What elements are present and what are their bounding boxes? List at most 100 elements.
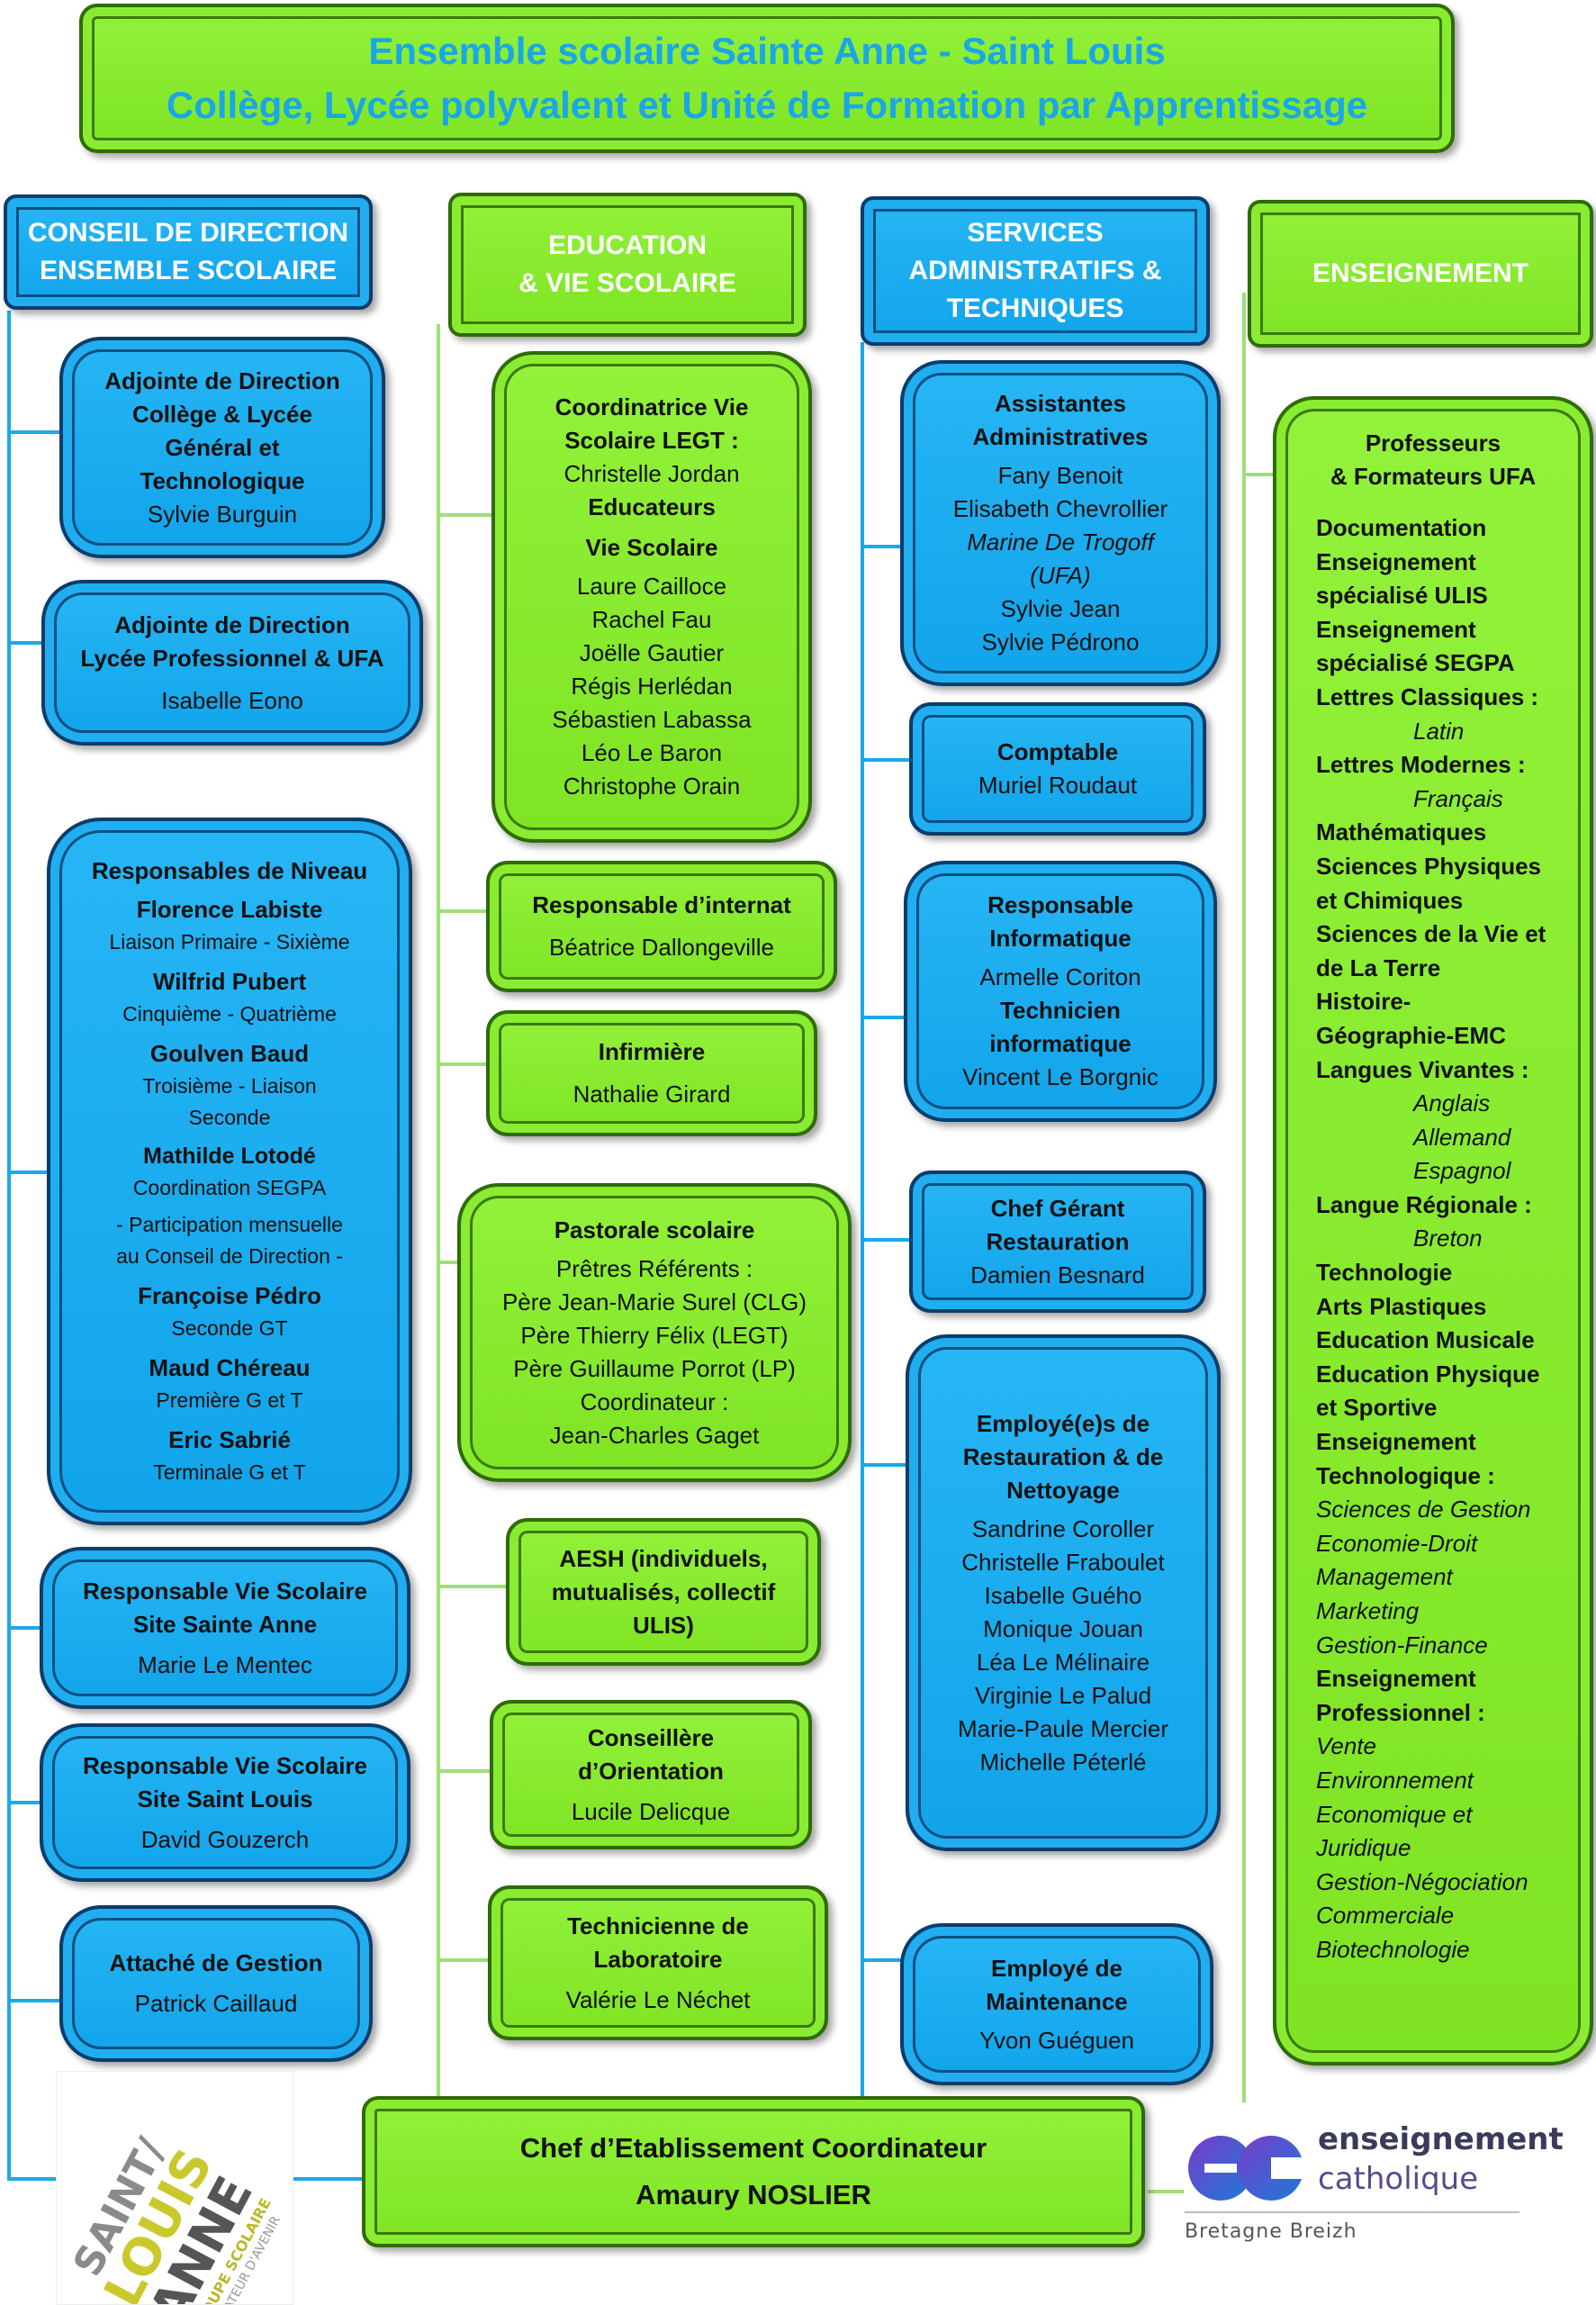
subject-line: spécialisé SEGPA bbox=[1316, 649, 1515, 677]
box-vie-scolaire-anne: Responsable Vie Scolaire Site Sainte Ann… bbox=[40, 1547, 410, 1709]
subject-line: Anglais bbox=[1413, 1089, 1491, 1117]
edu-branch-7 bbox=[438, 1958, 491, 1962]
subject-line: Mathématiques bbox=[1316, 818, 1487, 846]
box-attache-gestion: Attaché de Gestion Patrick Caillaud bbox=[59, 1905, 373, 2062]
serv-branch-4 bbox=[862, 1238, 912, 1242]
serv-branch-6 bbox=[862, 1958, 903, 1962]
employe-name: Virginie Le Palud bbox=[974, 1681, 1152, 1709]
subject-line: Economique et bbox=[1316, 1800, 1473, 1828]
educateur-name: Sébastien Labassa bbox=[552, 706, 752, 733]
subject-line: Enseignement bbox=[1316, 615, 1476, 643]
box-professeurs: Professeurs & Formateurs UFA Documentati… bbox=[1273, 396, 1593, 2065]
box-maintenance: Employé de Maintenance Yvon Guéguen bbox=[900, 1923, 1213, 2085]
edu-branch-3 bbox=[438, 1062, 491, 1066]
box-technicienne-labo: Technicienne de Laboratoire Valérie Le N… bbox=[488, 1885, 828, 2040]
serv-branch-1 bbox=[862, 545, 903, 548]
box-internat: Responsable d’internat Béatrice Dallonge… bbox=[486, 861, 837, 992]
header-education: EDUCATION & VIE SCOLAIRE bbox=[448, 193, 807, 337]
box-adjointe-lp: Adjointe de Direction Lycée Professionne… bbox=[41, 580, 423, 746]
employe-name: Isabelle Guého bbox=[984, 1581, 1142, 1609]
subject-line: Professionnel : bbox=[1316, 1698, 1485, 1726]
subject-line: Education Physique bbox=[1316, 1360, 1540, 1388]
box-coordinatrice-vie-scolaire: Coordinatrice Vie Scolaire LEGT : Christ… bbox=[491, 351, 812, 843]
subject-line: Documentation bbox=[1316, 514, 1487, 541]
subject-line: Sciences de Gestion bbox=[1316, 1496, 1531, 1523]
box-vie-scolaire-louis: Responsable Vie Scolaire Site Saint Loui… bbox=[40, 1723, 410, 1882]
subject-line: de La Terre bbox=[1316, 954, 1441, 981]
header-direction: CONSEIL DE DIRECTION ENSEMBLE SCOLAIRE bbox=[4, 194, 373, 310]
dir-branch-1 bbox=[9, 430, 63, 434]
educateur-name: Laure Cailloce bbox=[576, 573, 727, 600]
subject-line: Sciences Physiques bbox=[1316, 852, 1542, 880]
serv-branch-2 bbox=[862, 758, 912, 762]
box-pastorale: Pastorale scolaire Prêtres Référents : P… bbox=[457, 1183, 852, 1482]
direction-trunk bbox=[7, 311, 11, 2179]
ec-mark-icon bbox=[1185, 2125, 1311, 2211]
subject-line: Gestion-Finance bbox=[1316, 1631, 1488, 1659]
ens-to-logo bbox=[1148, 2190, 1184, 2193]
subject-line: Vente bbox=[1316, 1732, 1376, 1760]
employe-name: Sandrine Coroller bbox=[971, 1514, 1155, 1542]
edu-branch-2 bbox=[438, 909, 491, 913]
title-line2: Collège, Lycée polyvalent et Unité de Fo… bbox=[166, 84, 1368, 126]
box-chef-etablissement: Chef d’Etablissement Coordinateur Amaury… bbox=[362, 2096, 1145, 2247]
subject-line: Commerciale bbox=[1316, 1902, 1455, 1930]
saint-louis-anne-logo: SAINT/ LOUIS ANNE GROUPE SCOLAIRE CRÉATE… bbox=[56, 2071, 293, 2305]
dir-branch-6 bbox=[9, 1999, 63, 2002]
subject-line: Allemand bbox=[1413, 1123, 1511, 1151]
serv-branch-5 bbox=[862, 1463, 907, 1467]
dir-branch-5 bbox=[9, 1801, 45, 1804]
subject-line: Lettres Modernes : bbox=[1316, 751, 1526, 779]
subject-line: Langue Régionale : bbox=[1316, 1190, 1532, 1218]
header-enseignement: ENSEIGNEMENT bbox=[1248, 200, 1593, 348]
subject-line: Breton bbox=[1413, 1225, 1483, 1252]
box-employes-restauration: Employé(e)s de Restauration & de Nettoya… bbox=[906, 1334, 1221, 1851]
enseignement-catholique-logo: enseignement catholique Bretagne Breizh bbox=[1185, 2121, 1564, 2243]
subject-line: Sciences de la Vie et bbox=[1316, 920, 1546, 948]
box-adjointe-college: Adjointe de Direction Collège & Lycée Gé… bbox=[59, 337, 385, 558]
dir-branch-2 bbox=[9, 641, 45, 645]
employe-name: Léa Le Mélinaire bbox=[976, 1648, 1150, 1676]
subject-line: Management bbox=[1316, 1563, 1453, 1591]
edu-branch-5 bbox=[438, 1585, 510, 1588]
title-banner: Ensemble scolaire Sainte Anne - Saint Lo… bbox=[79, 4, 1455, 153]
subject-line: Langues Vivantes : bbox=[1316, 1055, 1529, 1083]
subject-line: Environnement bbox=[1316, 1766, 1474, 1794]
box-assistantes: Assistantes Administratives Fany Benoit … bbox=[900, 360, 1221, 686]
header-services: SERVICES ADMINISTRATIFS & TECHNIQUES bbox=[861, 196, 1210, 346]
employe-name: Christelle Fraboulet bbox=[961, 1548, 1165, 1576]
dir-branch-3 bbox=[9, 1171, 50, 1174]
educateur-name: Joëlle Gautier bbox=[579, 639, 725, 666]
subject-line: Education Musicale bbox=[1316, 1326, 1535, 1354]
services-trunk bbox=[861, 342, 864, 2098]
box-infirmiere: Infirmière Nathalie Girard bbox=[486, 1010, 817, 1136]
subject-line: Arts Plastiques bbox=[1316, 1292, 1487, 1320]
subject-line: Géographie-EMC bbox=[1316, 1021, 1506, 1049]
subject-line: et Chimiques bbox=[1316, 886, 1464, 914]
subject-line: Latin bbox=[1413, 717, 1465, 745]
educateur-name: Christophe Orain bbox=[563, 773, 741, 800]
subject-line: Technologique : bbox=[1316, 1461, 1495, 1489]
subject-line: spécialisé ULIS bbox=[1316, 582, 1488, 610]
box-informatique: Responsable Informatique Armelle Coriton… bbox=[904, 861, 1217, 1122]
subject-line: Enseignement bbox=[1316, 1428, 1476, 1456]
subject-line: Biotechnologie bbox=[1316, 1935, 1470, 1963]
subject-line: Gestion-Négociation bbox=[1316, 1867, 1528, 1895]
logo-divider bbox=[1185, 2211, 1519, 2213]
title-line1: Ensemble scolaire Sainte Anne - Saint Lo… bbox=[368, 30, 1166, 72]
educateur-name: Rachel Fau bbox=[591, 606, 712, 633]
subject-line: Histoire- bbox=[1316, 988, 1411, 1016]
employe-name: Michelle Péterlé bbox=[979, 1748, 1147, 1776]
employe-name: Marie-Paule Mercier bbox=[957, 1714, 1169, 1742]
ens-branch-1 bbox=[1244, 473, 1280, 476]
serv-branch-3 bbox=[862, 1016, 907, 1019]
box-chef-gerant: Chef Gérant Restauration Damien Besnard bbox=[909, 1171, 1206, 1313]
subject-line: Enseignement bbox=[1316, 547, 1476, 575]
subject-line: Espagnol bbox=[1413, 1157, 1511, 1185]
dir-branch-4 bbox=[9, 1626, 45, 1630]
box-responsables-niveau: Responsables de Niveau Florence Labiste … bbox=[47, 818, 412, 1525]
educateur-name: Régis Herlédan bbox=[571, 673, 733, 700]
educateur-name: Léo Le Baron bbox=[581, 739, 723, 766]
subject-line: Economie-Droit bbox=[1316, 1529, 1478, 1557]
